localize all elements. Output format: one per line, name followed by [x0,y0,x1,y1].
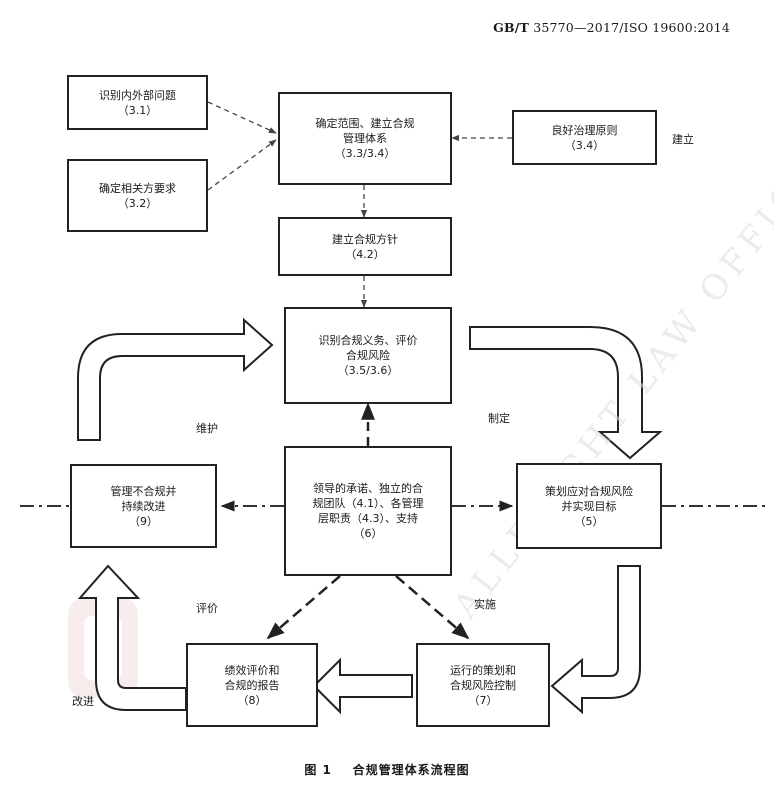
figure-title: 合规管理体系流程图 [352,763,470,777]
scope-label-2: 管理体系 [343,132,387,145]
identify-issues-ref: （3.1） [117,103,158,117]
implement-arrow-icon [550,565,641,715]
obligations-ref: （3.5/3.6） [337,364,399,377]
governance-ref: （3.4） [564,138,605,152]
scope-box: 确定范围、建立合规 管理体系 （3.3/3.4） [278,92,452,185]
operation-box: 运行的策划和 合规风险控制 （7） [416,643,550,727]
leadership-ref: （6） [353,527,383,540]
figure-caption: 图 1 合规管理体系流程图 [0,761,774,778]
identify-issues-box: 识别内外部问题 （3.1） [67,75,208,130]
standard-code: GB/T [493,20,530,35]
leadership-label-3: 层职责（4.3）、支持 [318,512,418,525]
noncompliance-label-2: 持续改进 [121,499,166,513]
evaluation-ref: （8） [237,693,267,707]
policy-box: 建立合规方针 （4.2） [278,217,452,276]
determine-requirements-label: 确定相关方要求 [99,181,176,195]
obligations-box: 识别合规义务、评价 合规风险 （3.5/3.6） [284,307,452,404]
svg-text:ALLBRIGHT LAW OFFICES: ALLBRIGHT LAW OFFICES [445,125,774,626]
planning-box: 策划应对合规风险 并实现目标 （5） [516,463,662,549]
establish-label: 建立 [672,133,694,146]
maintain-label: 维护 [196,422,218,435]
governance-box: 良好治理原则 （3.4） [512,110,657,165]
governance-label: 良好治理原则 [551,123,618,137]
formulate-arrow-icon [469,326,663,460]
evaluation-label-2: 合规的报告 [224,678,280,692]
evaluation-box: 绩效评价和 合规的报告 （8） [186,643,318,727]
noncompliance-ref: （9） [129,514,158,528]
planning-ref: （5） [574,514,604,528]
policy-ref: （4.2） [345,247,385,261]
improve-label: 改进 [72,695,94,708]
obligations-label-1: 识别合规义务、评价 [318,334,418,347]
law-office-watermark: ALLBRIGHT LAW OFFICES [445,125,774,626]
evaluation-label-1: 绩效评价和 [224,663,280,677]
operation-label-1: 运行的策划和 [450,663,516,677]
formulate-label: 制定 [488,412,510,425]
leadership-label-2: 规团队（4.1）、各管理 [312,497,424,510]
implement-label: 实施 [474,598,496,611]
connector-requirements-to-scope [207,139,277,191]
planning-label-2: 并实现目标 [561,499,617,513]
report-arrow-icon [312,657,413,715]
evaluate-label: 评价 [196,602,218,615]
standard-number: GB/T 35770—2017/ISO 19600:2014 [493,20,730,35]
identify-issues-label: 识别内外部问题 [99,88,176,102]
improve-arrow-icon [77,564,187,711]
policy-label: 建立合规方针 [332,232,398,246]
noncompliance-label-1: 管理不合规并 [110,484,177,498]
maintain-arrow-icon [77,317,274,441]
determine-requirements-ref: （3.2） [117,196,158,210]
obligations-label-2: 合规风险 [346,349,390,362]
standard-identifier: 35770—2017/ISO 19600:2014 [529,20,730,35]
noncompliance-box: 管理不合规并 持续改进 （9） [70,464,217,548]
scope-ref: （3.3/3.4） [334,147,396,160]
operation-ref: （7） [468,693,498,707]
planning-label-1: 策划应对合规风险 [545,484,633,498]
leadership-label-1: 领导的承诺、独立的合 [313,482,423,495]
determine-requirements-box: 确定相关方要求 （3.2） [67,159,208,232]
scope-label-1: 确定范围、建立合规 [315,117,415,130]
operation-label-2: 合规风险控制 [450,678,516,692]
connector-leadership-to-evaluation [266,575,341,640]
connector-issues-to-scope [207,101,277,134]
figure-number: 图 1 [304,763,332,777]
leadership-box: 领导的承诺、独立的合 规团队（4.1）、各管理 层职责（4.3）、支持 （6） [284,446,452,576]
